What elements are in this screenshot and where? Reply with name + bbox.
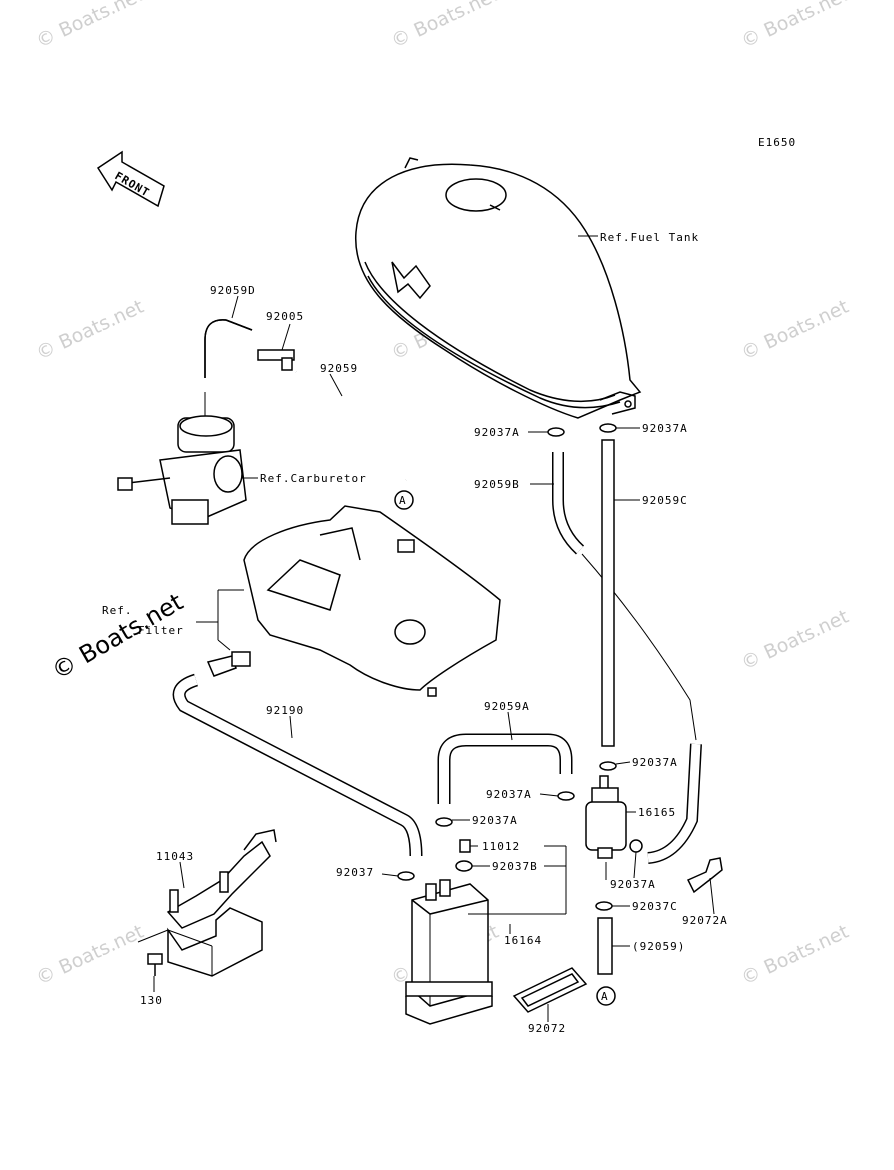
part-11012: 11012 [482,840,520,853]
carburetor [117,392,247,525]
part-92037: 92037 [336,866,374,879]
filter-label: Filter [138,624,184,637]
part-92059: 92059 [320,362,358,375]
part-92059D: 92059D [210,284,256,297]
watermark: © Boats.net [388,0,502,53]
watermark: © Boats.net [33,921,147,990]
part-92037C: 92037C [632,900,678,913]
fuel-tank [355,157,642,419]
ref-carburetor-label: Ref.Carburetor [260,472,367,485]
connector-a-label: A [399,494,407,507]
ref-label: Ref. [102,604,133,617]
emblem-icon [391,261,431,300]
bolt-icon [147,953,163,976]
part-92037A-mid: 92037A [486,788,532,801]
part-92037A-left: 92037A [474,426,520,439]
diagram-code: E1650 [758,136,796,149]
part-92037A-pump-top: 92037A [632,756,678,769]
watermark: © Boats.net [738,296,852,365]
bracket [166,829,277,977]
part-92072A: 92072A [682,914,728,927]
part-92072: 92072 [528,1022,566,1035]
part-92037B: 92037B [492,860,538,873]
fuel-pump [585,775,643,859]
part-92059B: 92059B [474,478,520,491]
air-filter-housing [243,505,501,697]
front-label: FRONT [113,169,153,199]
part-92059C: 92059C [642,494,688,507]
watermark: © Boats.net [33,296,147,365]
part-16165: 16165 [638,806,676,819]
part-92037A-canister: 92037A [472,814,518,827]
part-130: 130 [140,994,163,1007]
watermark: © Boats.net [738,921,852,990]
part-92037A-right: 92037A [642,422,688,435]
connector-a-lower-label: A [601,990,609,1003]
part-16164: 16164 [504,934,542,947]
canister [405,879,493,1025]
part-92037A-lower: 92037A [610,878,656,891]
watermark: © Boats.net [738,606,852,675]
part-92059A: 92059A [484,700,530,713]
part-11043: 11043 [156,850,194,863]
tee-fitting [257,349,295,371]
part-92059-paren: (92059) [632,940,685,953]
watermark: © Boats.net [738,0,852,53]
front-arrow-icon: FRONT [96,150,165,208]
ref-fuel-tank-label: Ref.Fuel Tank [600,231,699,244]
watermarks: © Boats.net © Boats.net © Boats.net © Bo… [33,0,852,990]
watermark: © Boats.net [33,0,147,53]
part-92005: 92005 [266,310,304,323]
part-92190: 92190 [266,704,304,717]
